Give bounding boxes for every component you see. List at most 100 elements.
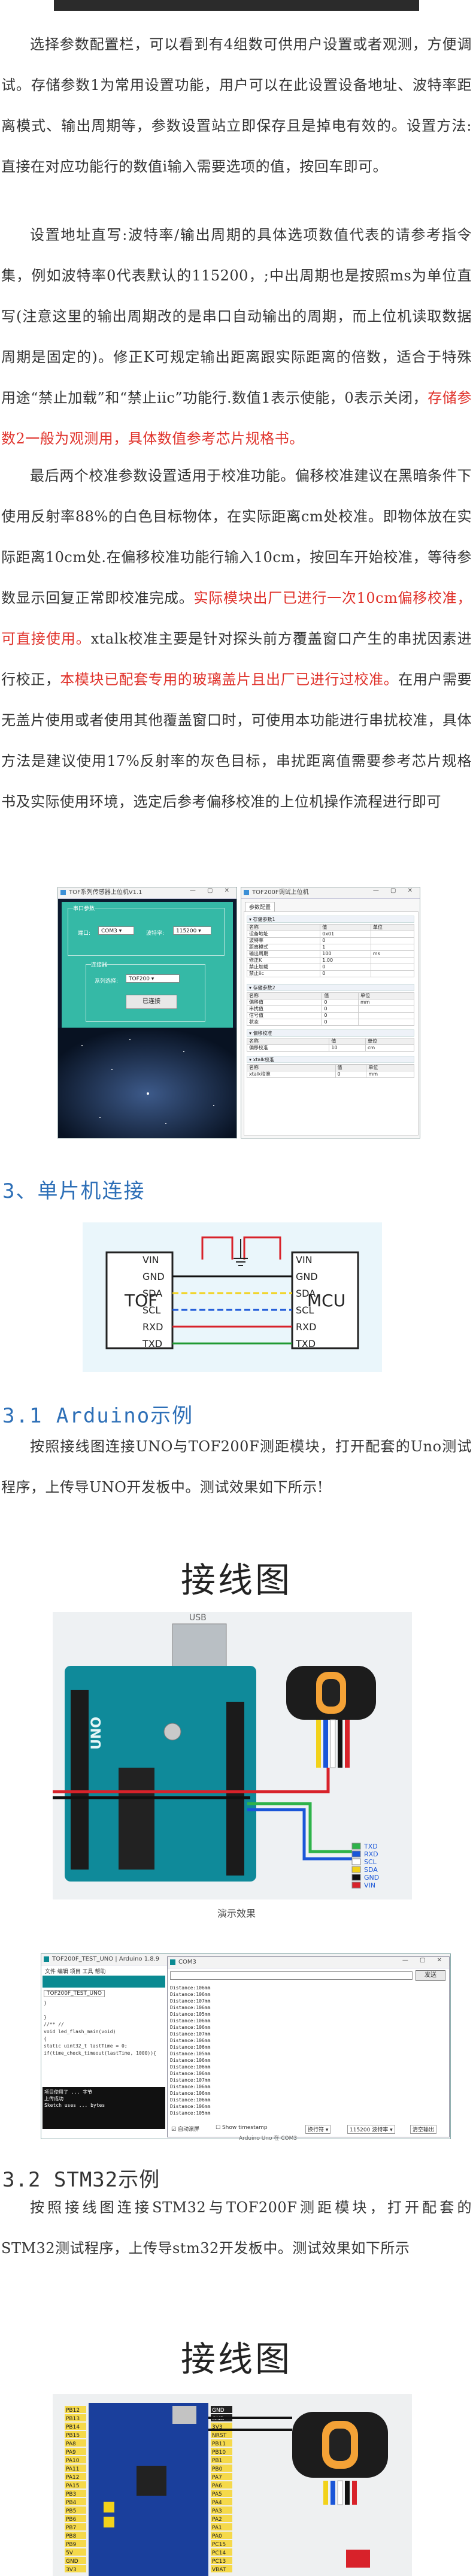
group-label: 串口参数 — [73, 904, 95, 912]
mcu-pin-label: VIN — [296, 1254, 313, 1266]
window-controls[interactable]: — ▢ ✕ — [372, 887, 417, 894]
section-heading-arduino: 3.1 Arduino示例 — [2, 1404, 194, 1428]
window-titlebar: TOF200F调试上位机 — ▢ ✕ — [241, 887, 420, 899]
pin-tag — [211, 2506, 232, 2514]
param-value[interactable]: 0x01 — [320, 931, 371, 938]
clear-button[interactable]: 清空输出 — [410, 2125, 437, 2134]
pin-tag — [65, 2456, 86, 2463]
serial-line: Distance:105mm — [170, 2051, 211, 2056]
serial-line: Distance:107mm — [170, 2031, 211, 2037]
column-header: 名称 — [246, 924, 321, 931]
column-header: 名称 — [246, 992, 323, 999]
table-header-row: 名称值单位 — [246, 924, 415, 931]
param-value[interactable]: 0 — [322, 1019, 359, 1026]
table-header-row: 名称值单位 — [246, 992, 415, 999]
section-label: 存储参数1 — [253, 917, 275, 922]
paragraph-stm32: 按照接线图连接STM32与TOF200F测距模块，打开配套的STM32测试程序，… — [0, 2187, 473, 2269]
stm32-pin-label: PB9 — [66, 2542, 77, 2548]
pin-tag — [65, 2481, 86, 2489]
param-value[interactable]: 0 — [320, 937, 371, 944]
app-icon — [170, 1959, 175, 1965]
code-editor[interactable]: } }//** //void led_flash_main(void){ sta… — [44, 2000, 163, 2083]
stm32-pin-label: PA4 — [212, 2500, 222, 2506]
section-label: 存储参数2 — [253, 985, 275, 990]
param-unit — [357, 1012, 415, 1019]
param-value[interactable]: 1 — [320, 944, 371, 951]
ide-toolbar — [43, 1976, 165, 1988]
column-header: 值 — [329, 1038, 366, 1045]
stm32-pin-label: GND — [212, 2408, 225, 2414]
stm32-pin-label: PA1 — [212, 2525, 222, 2531]
autoscroll-checkbox[interactable]: ☑ 自动滚屏 — [171, 2127, 199, 2133]
param-unit: ms — [370, 950, 415, 958]
pin-tag — [65, 2565, 86, 2572]
pin-tag — [211, 2540, 232, 2547]
stm32-pin-label: PA2 — [212, 2517, 222, 2523]
tab-params[interactable]: 参数配置 — [245, 902, 275, 911]
pin-tag — [211, 2406, 232, 2413]
model-select[interactable]: TOF200 ▾ — [126, 974, 180, 983]
arduino-board — [65, 1666, 256, 1882]
column-header: 值 — [335, 1064, 367, 1071]
section-offset[interactable]: ▾ 偏移校准 — [247, 1029, 414, 1037]
param-value[interactable]: 0 — [322, 1012, 359, 1019]
stm32-pin-label: PB15 — [66, 2433, 80, 2439]
param-value[interactable]: 0 — [320, 964, 371, 971]
section-storage1[interactable]: ▾ 存储参数1 — [247, 916, 414, 923]
ide-menu[interactable]: 文件 编辑 项目 工具 帮助 — [45, 1969, 106, 1975]
serial-line: Distance:107mm — [170, 1998, 211, 2004]
tab-sketch[interactable]: TOF200F_TEST_UNO — [44, 1990, 105, 1997]
tof-pin-label: SCL — [142, 1304, 160, 1316]
stm32-pin-label: 5V — [66, 2550, 74, 2556]
baud-label: 波特率: — [146, 931, 165, 937]
arduino-ide-screenshot: TOF200F_TEST_UNO | Arduino 1.8.9 文件 编辑 项… — [41, 1953, 451, 2142]
window-controls[interactable]: — ▢ ✕ — [189, 887, 234, 894]
baud-select[interactable]: 115200 ▾ — [173, 926, 211, 935]
stm32-pin-label: PB4 — [66, 2500, 77, 2506]
stm32-pin-label: PA8 — [66, 2441, 76, 2447]
pin-tag — [211, 2490, 232, 2497]
param-value[interactable]: 0 — [335, 1071, 367, 1078]
connect-button[interactable]: 已连接 — [126, 995, 177, 1009]
param-value[interactable]: 0 — [322, 999, 359, 1006]
baud-select[interactable]: 115200 波特率 ▾ — [347, 2125, 395, 2134]
param-unit: cm — [365, 1044, 415, 1052]
timestamp-checkbox[interactable]: ☐ Show timestamp — [216, 2125, 268, 2131]
pin-tag — [65, 2506, 86, 2514]
param-value[interactable]: 100 — [320, 950, 371, 958]
section-xtalk[interactable]: ▾ xtalk校准 — [247, 1056, 414, 1063]
param-name: 波特率 — [246, 937, 321, 944]
stm32-pin-label: PA15 — [66, 2483, 79, 2489]
port-select[interactable]: COM3 ▾ — [98, 926, 134, 935]
pin-tag — [211, 2439, 232, 2447]
param-value[interactable]: 0 — [320, 970, 371, 977]
legend-label: SCL — [364, 1858, 377, 1866]
legend-swatch — [351, 1866, 361, 1873]
tof-label: TOF — [124, 1291, 157, 1310]
serial-line: Distance:106mm — [170, 2005, 211, 2010]
atmega-chip — [119, 1768, 154, 1870]
param-unit — [370, 957, 415, 964]
section-storage2[interactable]: ▾ 存储参数2 — [247, 984, 414, 991]
serial-line: Distance:106mm — [170, 2091, 211, 2096]
param-value[interactable]: 1.00 — [320, 957, 371, 964]
serial-line: Distance:107mm — [170, 2077, 211, 2083]
stm32-pin-label: PB0 — [212, 2466, 223, 2472]
param-value[interactable]: 0 — [322, 1005, 359, 1013]
section-heading-stm32: 3.2 STM32示例 — [2, 2168, 160, 2192]
serial-input[interactable] — [170, 1971, 413, 1980]
newline-select[interactable]: 换行符 ▾ — [305, 2125, 331, 2134]
window-controls[interactable]: — ▢ ✕ — [402, 1957, 447, 1964]
pin-tag — [65, 2515, 86, 2522]
send-button[interactable]: 发送 — [416, 1970, 445, 1981]
window-titlebar: TOF系列传感器上位机V1.1 — ▢ ✕ — [58, 887, 236, 899]
pin-tag — [211, 2523, 232, 2530]
stm32-pin-label: PC13 — [212, 2559, 226, 2565]
ide-status: Arduino Uno 在 COM3 — [239, 2136, 298, 2142]
param-value[interactable]: 10 — [329, 1044, 366, 1052]
column-header: 名称 — [246, 1038, 330, 1045]
